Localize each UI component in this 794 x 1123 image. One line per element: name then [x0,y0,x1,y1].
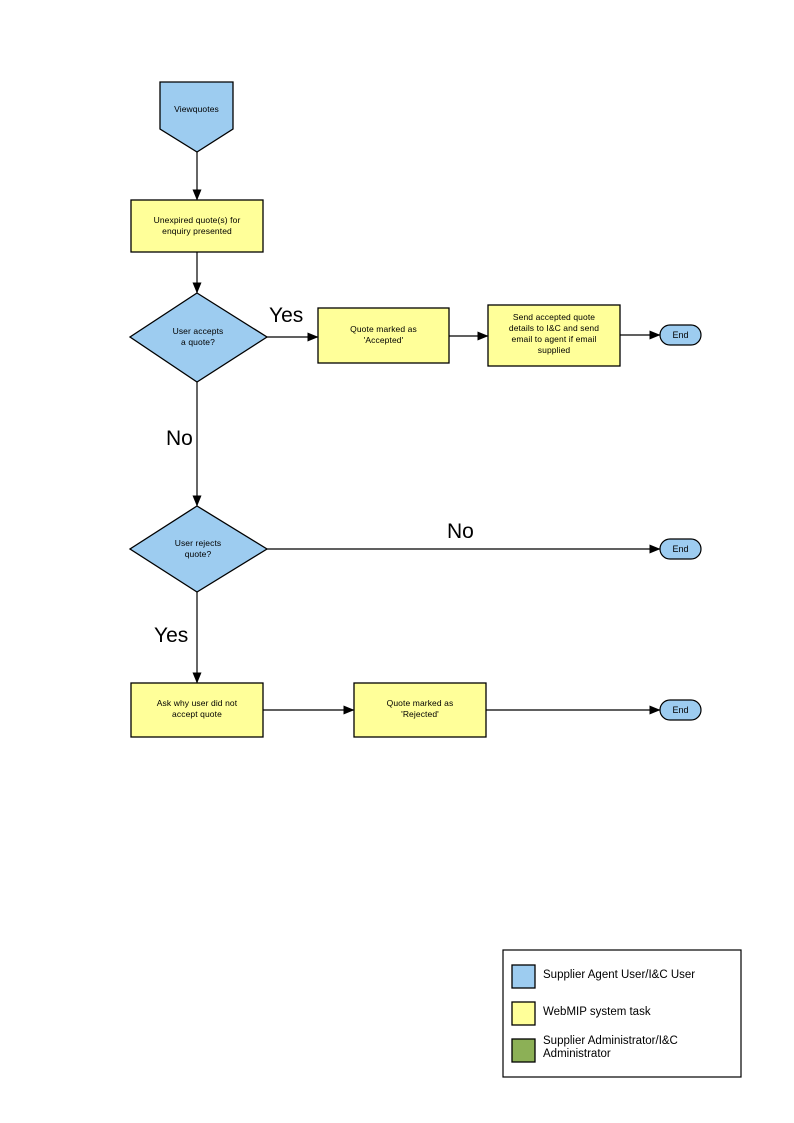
node-end-rejected[interactable] [659,699,702,721]
node-quote-marked-accepted[interactable] [317,307,450,364]
legend-box [502,949,742,1078]
legend-swatch-admin [511,1038,536,1063]
node-send-accepted-details[interactable] [487,304,621,367]
node-end-no-reject[interactable] [659,538,702,560]
node-ask-why-not-accepted[interactable] [130,682,264,738]
node-decision-user-accepts[interactable] [128,292,269,383]
legend-swatch-system [511,1001,536,1026]
node-unexpired-quotes[interactable] [130,199,264,253]
node-decision-user-rejects[interactable] [128,505,269,593]
node-quote-marked-rejected[interactable] [353,682,487,738]
node-end-accepted[interactable] [659,324,702,346]
legend-swatch-actor [511,964,536,989]
node-start-viewquotes[interactable] [159,81,234,153]
